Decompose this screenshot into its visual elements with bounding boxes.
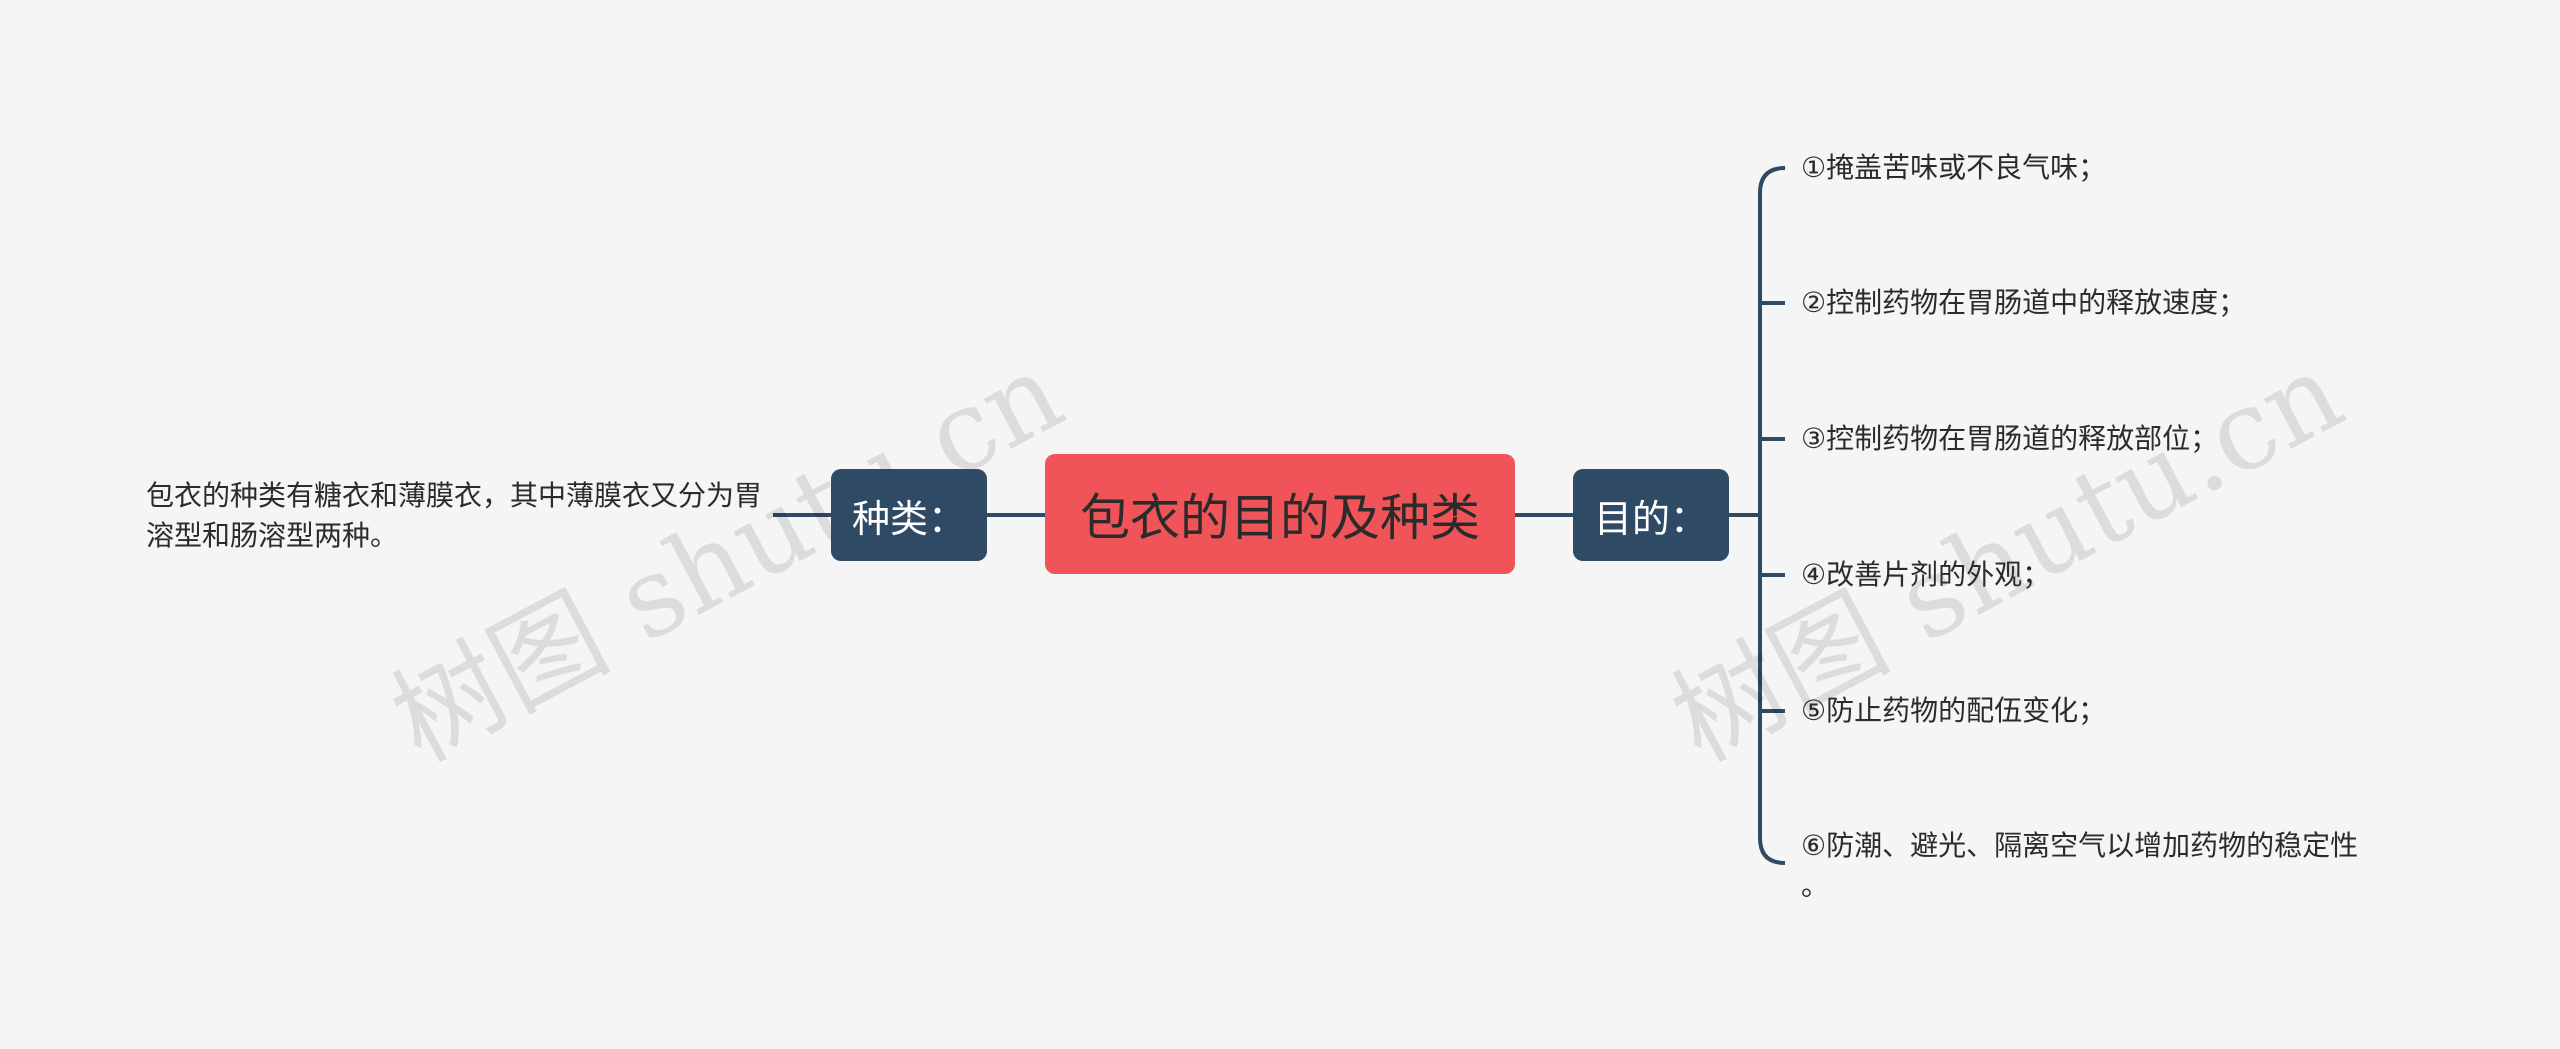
central-topic[interactable]: 包衣的目的及种类 — [1045, 454, 1515, 574]
leaf-purpose-2: ②控制药物在胃肠道中的释放速度； — [1801, 286, 2247, 319]
leaf-purpose-3: ③控制药物在胃肠道的释放部位； — [1801, 422, 2219, 455]
branch-purposes-label: 目的： — [1593, 496, 1708, 541]
branch-types-label: 种类： — [851, 496, 966, 541]
leaf-purpose-6-tail: 。 — [1801, 869, 1830, 902]
central-topic-label: 包衣的目的及种类 — [1080, 489, 1480, 547]
leaf-purpose-6: ⑥防潮、避光、隔离空气以增加药物的稳定性 — [1801, 829, 2359, 862]
bracket-spine — [1758, 166, 1786, 865]
branch-types[interactable]: 种类： — [831, 469, 987, 561]
leaf-purpose-4: ④改善片剂的外观； — [1801, 558, 2051, 591]
leaf-purpose-1: ①掩盖苦味或不良气味； — [1801, 151, 2107, 184]
branch-purposes[interactable]: 目的： — [1573, 469, 1729, 561]
leaf-purpose-5: ⑤防止药物的配伍变化； — [1801, 694, 2107, 727]
leaf-types-text: 包衣的种类有糖衣和薄膜衣，其中薄膜衣又分为胃溶型和肠溶型两种。 — [146, 479, 763, 552]
